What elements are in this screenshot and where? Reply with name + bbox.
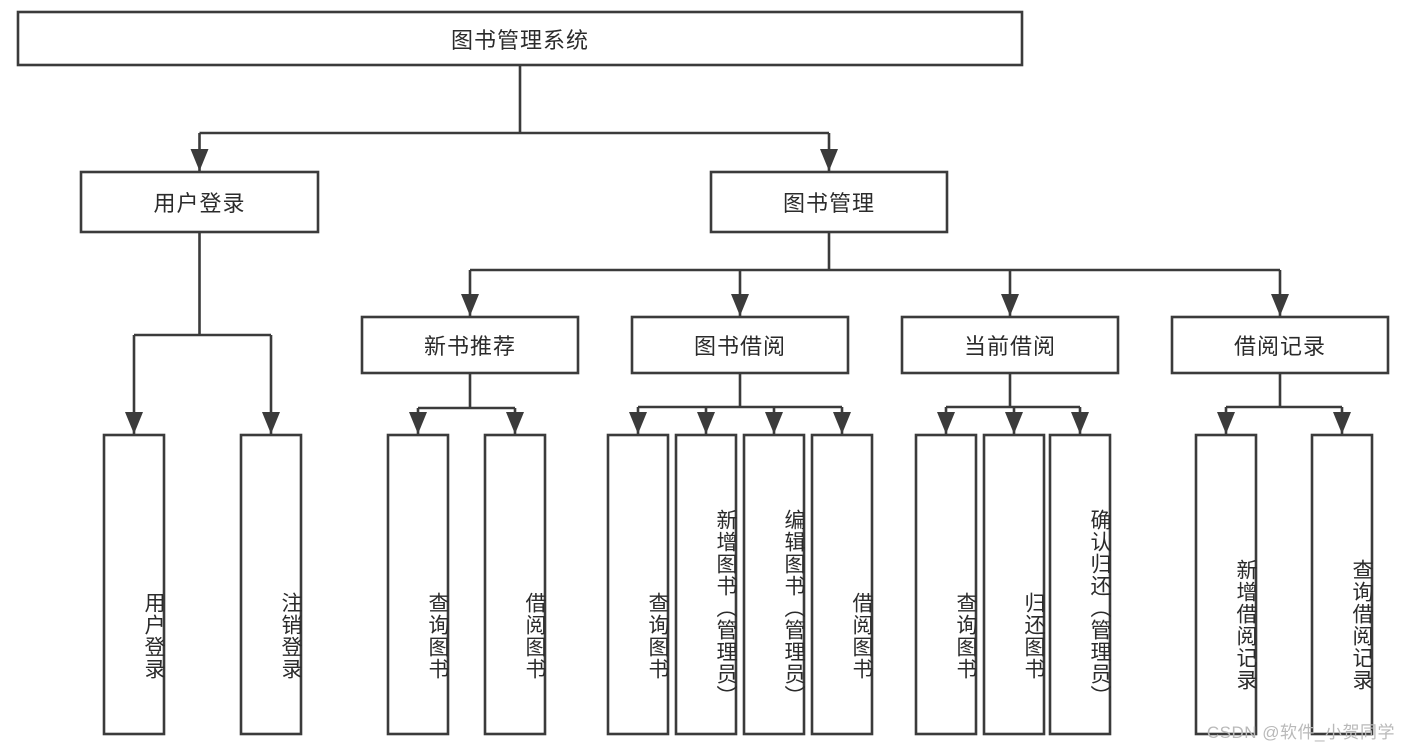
node-box-l-nb-borrow[interactable] bbox=[483, 433, 547, 736]
node-box-l-br-query[interactable] bbox=[1310, 433, 1374, 736]
arrow-head-icon bbox=[833, 412, 851, 434]
node-box-l-cb-confirm[interactable] bbox=[1048, 433, 1112, 736]
arrow-head-icon bbox=[461, 294, 479, 316]
node-box-l-bb-query[interactable] bbox=[606, 433, 670, 736]
arrow-head-icon bbox=[765, 412, 783, 434]
node-box-root[interactable] bbox=[16, 10, 1024, 67]
arrow-head-icon bbox=[409, 412, 427, 434]
arrow-head-icon bbox=[1271, 294, 1289, 316]
arrow-head-icon bbox=[697, 412, 715, 434]
node-box-n-user-login[interactable] bbox=[79, 170, 320, 234]
arrow-head-icon bbox=[1217, 412, 1235, 434]
arrow-head-icon bbox=[1005, 412, 1023, 434]
node-box-l-br-add[interactable] bbox=[1194, 433, 1258, 736]
node-box-l-user-login[interactable] bbox=[102, 433, 166, 736]
node-box-n-borrow-record[interactable] bbox=[1170, 315, 1390, 375]
node-box-layer bbox=[16, 10, 1390, 736]
csdn-watermark: CSDN @软件_小贺同学 bbox=[1206, 723, 1395, 742]
arrow-head-icon bbox=[731, 294, 749, 316]
arrow-head-icon bbox=[125, 412, 143, 434]
arrow-head-icon bbox=[1071, 412, 1089, 434]
node-box-l-bb-add[interactable] bbox=[674, 433, 738, 736]
arrow-head-icon bbox=[629, 412, 647, 434]
arrow-head-icon bbox=[820, 149, 838, 171]
node-box-l-bb-borrow[interactable] bbox=[810, 433, 874, 736]
node-box-l-nb-query[interactable] bbox=[386, 433, 450, 736]
arrow-head-icon bbox=[1001, 294, 1019, 316]
arrow-head-icon bbox=[190, 149, 209, 171]
node-box-n-book-manage[interactable] bbox=[709, 170, 949, 234]
connector-layer bbox=[125, 65, 1351, 434]
node-box-l-user-logout[interactable] bbox=[239, 433, 303, 736]
node-box-n-new-book[interactable] bbox=[360, 315, 580, 375]
node-box-l-cb-return[interactable] bbox=[982, 433, 1046, 736]
arrow-head-icon bbox=[937, 412, 955, 434]
node-box-n-current-borrow[interactable] bbox=[900, 315, 1120, 375]
arrow-head-icon bbox=[506, 412, 524, 434]
node-box-n-book-borrow[interactable] bbox=[630, 315, 850, 375]
node-box-l-cb-query[interactable] bbox=[914, 433, 978, 736]
arrow-head-icon bbox=[1333, 412, 1351, 434]
node-box-l-bb-edit[interactable] bbox=[742, 433, 806, 736]
arrow-head-icon bbox=[262, 412, 280, 434]
